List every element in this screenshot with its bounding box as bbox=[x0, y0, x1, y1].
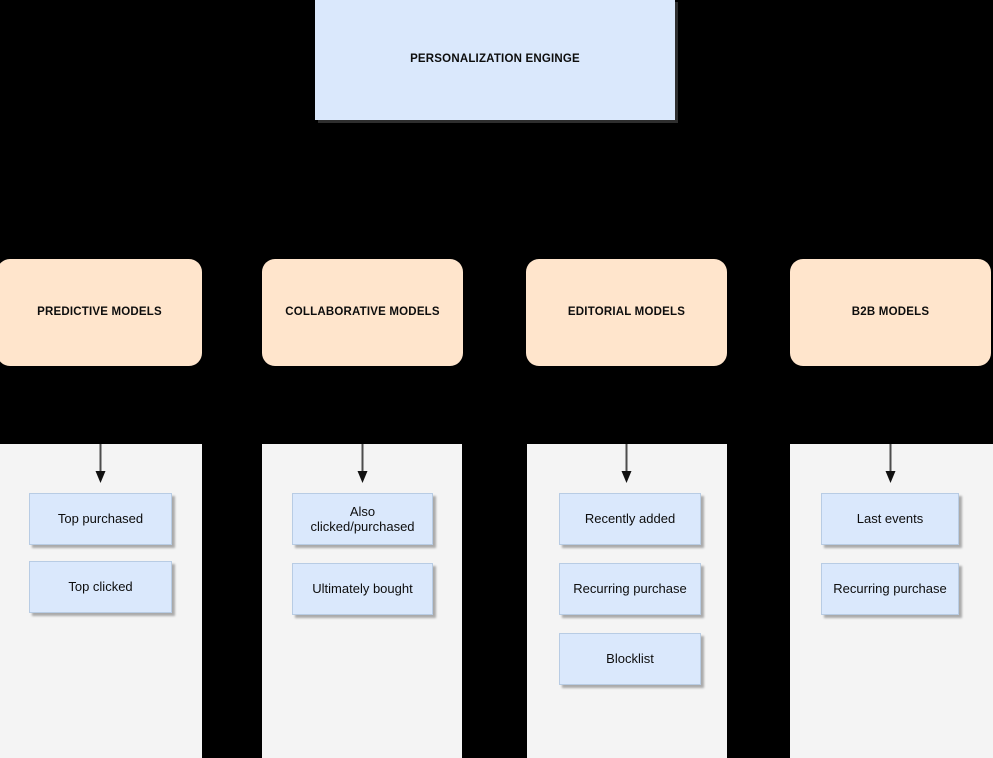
item-recently-added[interactable]: Recently added bbox=[559, 493, 701, 545]
model-box-editorial-label: EDITORIAL MODELS bbox=[567, 306, 686, 319]
item-blocklist[interactable]: Blocklist bbox=[559, 633, 701, 685]
model-box-b2b[interactable]: B2B MODELS bbox=[790, 259, 991, 366]
item-label: Also clicked/purchased bbox=[310, 503, 415, 534]
model-box-b2b-label: B2B MODELS bbox=[851, 306, 930, 319]
item-top-clicked[interactable]: Top clicked bbox=[29, 561, 172, 613]
item-label: Recently added bbox=[584, 511, 676, 527]
item-last-events[interactable]: Last events bbox=[821, 493, 959, 545]
item-also-clicked-purchased[interactable]: Also clicked/purchased bbox=[292, 493, 433, 545]
model-box-predictive[interactable]: PREDICTIVE MODELS bbox=[0, 259, 202, 366]
item-label: Blocklist bbox=[606, 651, 654, 667]
item-recurring-purchase-editorial[interactable]: Recurring purchase bbox=[559, 563, 701, 615]
item-label: Top purchased bbox=[57, 511, 144, 527]
model-box-editorial[interactable]: EDITORIAL MODELS bbox=[526, 259, 727, 366]
personalization-engine-box[interactable]: PERSONALIZATION ENGINGE bbox=[315, 0, 675, 120]
item-label: Recurring purchase bbox=[573, 581, 687, 597]
item-recurring-purchase-b2b[interactable]: Recurring purchase bbox=[821, 563, 959, 615]
personalization-engine-label: PERSONALIZATION ENGINGE bbox=[410, 53, 580, 66]
model-box-collaborative[interactable]: COLLABORATIVE MODELS bbox=[262, 259, 463, 366]
item-top-purchased[interactable]: Top purchased bbox=[29, 493, 172, 545]
model-box-collaborative-label: COLLABORATIVE MODELS bbox=[285, 306, 440, 319]
item-label: Top clicked bbox=[68, 579, 133, 595]
item-ultimately-bought[interactable]: Ultimately bought bbox=[292, 563, 433, 615]
item-label: Last events bbox=[856, 511, 924, 527]
item-label: Recurring purchase bbox=[833, 581, 947, 597]
item-label: Ultimately bought bbox=[312, 581, 413, 597]
model-box-predictive-label: PREDICTIVE MODELS bbox=[37, 306, 162, 319]
